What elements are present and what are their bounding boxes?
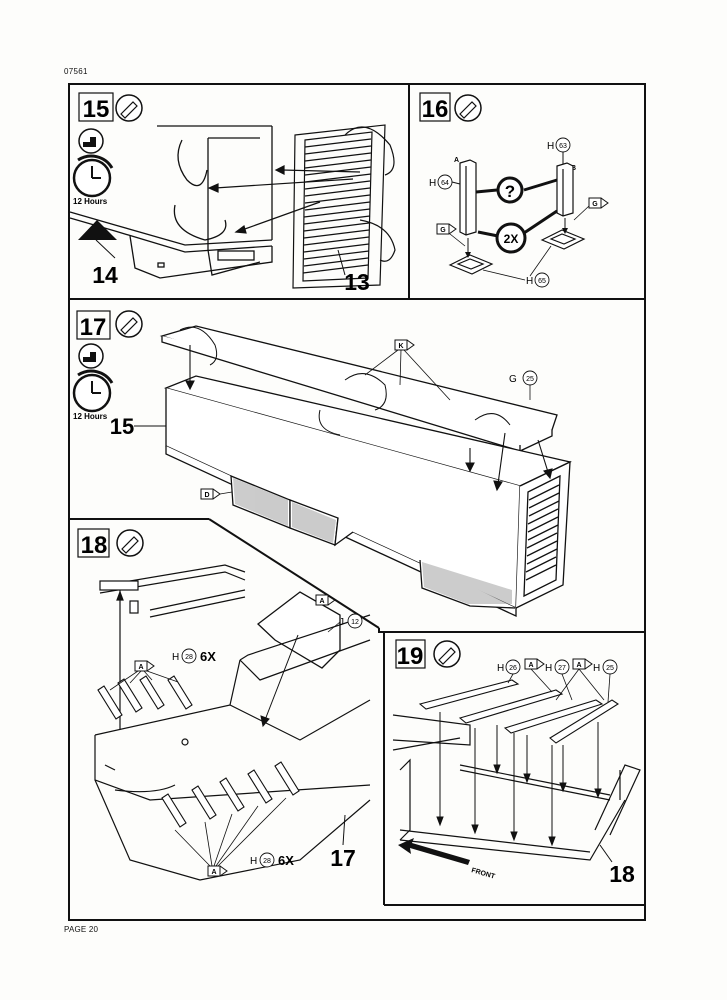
part-h26-label: H — [497, 663, 504, 674]
part-h28-top-label: H — [172, 652, 179, 663]
part-number-17: 17 — [330, 845, 356, 871]
chassis-frame-drawing — [392, 714, 641, 861]
detail-rail-drawing — [99, 564, 246, 730]
shutter-door-drawing — [292, 124, 396, 289]
svg-text:K: K — [398, 343, 403, 350]
part-h64-label: H — [429, 178, 436, 189]
glue-icon — [116, 529, 144, 557]
part-h28-top-number: 28 — [185, 654, 193, 661]
multiplier-badge — [495, 222, 527, 254]
part-number-15: 15 — [110, 414, 134, 439]
part-h25-number: 25 — [606, 665, 614, 672]
multiplier-text: 2X — [504, 232, 519, 246]
part-h65-number: 65 — [538, 278, 546, 285]
part-j12-label: J — [339, 617, 344, 628]
step-16-number: 16 — [422, 96, 449, 123]
part-g25-number: 25 — [526, 376, 534, 383]
svg-text:A: A — [211, 869, 216, 876]
decal-marker-a-bottom: A — [174, 797, 287, 877]
svg-text:A: A — [528, 662, 533, 669]
glue-squiggles — [179, 326, 511, 436]
instruction-frame — [68, 83, 646, 921]
clock-icon — [72, 154, 114, 198]
step-19: 19 H 26 A H 27 A H 25 — [392, 639, 641, 887]
part-number-14: 14 — [92, 262, 118, 288]
front-arrow — [398, 838, 470, 865]
step-17: 17 12 Hours 15 — [72, 310, 572, 618]
post-drawings — [448, 159, 586, 275]
leader-lines — [507, 668, 611, 703]
svg-text:A: A — [319, 598, 324, 605]
part-h65-label: H — [526, 276, 533, 287]
assembly-arrows — [185, 345, 553, 492]
question-icon — [496, 176, 524, 204]
page-number: PAGE 20 — [64, 925, 99, 934]
part-h63-number: 63 — [559, 143, 567, 150]
trailer-body-drawing — [69, 125, 273, 279]
step-15-number: 15 — [83, 96, 110, 123]
glue-icon — [115, 310, 143, 338]
glue-icon — [433, 640, 461, 668]
quantity-bottom: 6X — [278, 853, 294, 868]
clock-icon — [72, 369, 114, 413]
panel-dividers — [69, 84, 645, 906]
chassis-drawing — [94, 614, 371, 881]
step-18: 18 — [77, 528, 371, 881]
svg-text:A: A — [576, 662, 581, 669]
step-18-number: 18 — [81, 532, 108, 559]
decal-marker-a-left: A — [109, 660, 179, 691]
glue-icon — [454, 94, 482, 122]
part-h28-bottom-number: 28 — [263, 858, 271, 865]
part-h26-number: 26 — [509, 665, 517, 672]
post-label-a: A — [454, 157, 459, 164]
roof-panel-drawing — [159, 325, 558, 452]
step-15-badge — [78, 92, 114, 122]
step-17-time: 12 Hours — [73, 412, 108, 421]
quantity-top: 6X — [200, 649, 216, 664]
step-15: 15 12 Hours — [69, 92, 396, 295]
front-label: FRONT — [470, 867, 496, 881]
crossbeam-parts — [418, 679, 620, 744]
svg-text:G: G — [592, 201, 598, 208]
decal-marker-d: D — [200, 488, 233, 500]
assembly-arrows — [207, 165, 361, 234]
decal-marker-a1: A — [524, 658, 545, 670]
svg-text:G: G — [440, 227, 446, 234]
svg-text:D: D — [204, 492, 209, 499]
underside-shading — [233, 478, 512, 604]
beam-parts-bottom — [161, 761, 300, 828]
part-h64-number: 64 — [441, 180, 449, 187]
step-17-number: 17 — [80, 314, 107, 341]
assembly-arrows — [436, 712, 602, 847]
svg-text:A: A — [138, 664, 143, 671]
step-15-time: 12 Hours — [73, 197, 108, 206]
part-h28-bottom-label: H — [250, 856, 257, 867]
document-code: 07561 — [64, 67, 88, 76]
decal-marker-a2: A — [572, 658, 593, 670]
glue-marker-left: G — [436, 223, 466, 247]
glue-icon — [115, 94, 143, 122]
floor-panel-drawing — [256, 591, 341, 669]
part-h25-label: H — [593, 663, 600, 674]
part-h63-label: H — [547, 141, 554, 152]
part-number-18: 18 — [609, 861, 635, 887]
part-h27-label: H — [545, 663, 552, 674]
glue-marker-right: G — [573, 197, 609, 221]
beam-parts-top — [97, 675, 193, 720]
part-number-13: 13 — [344, 269, 370, 295]
part-h27-number: 27 — [558, 665, 566, 672]
step-16: 16 H 63 B A H 64 ? — [419, 92, 609, 288]
decal-marker-a-top: A — [315, 594, 336, 606]
step-19-number: 19 — [397, 643, 424, 670]
question-mark: ? — [505, 182, 515, 201]
decal-marker-k: K — [364, 339, 451, 401]
assembly-arrows — [260, 634, 299, 728]
part-g25-label: G — [509, 374, 517, 385]
part-j12-number: 12 — [351, 619, 359, 626]
